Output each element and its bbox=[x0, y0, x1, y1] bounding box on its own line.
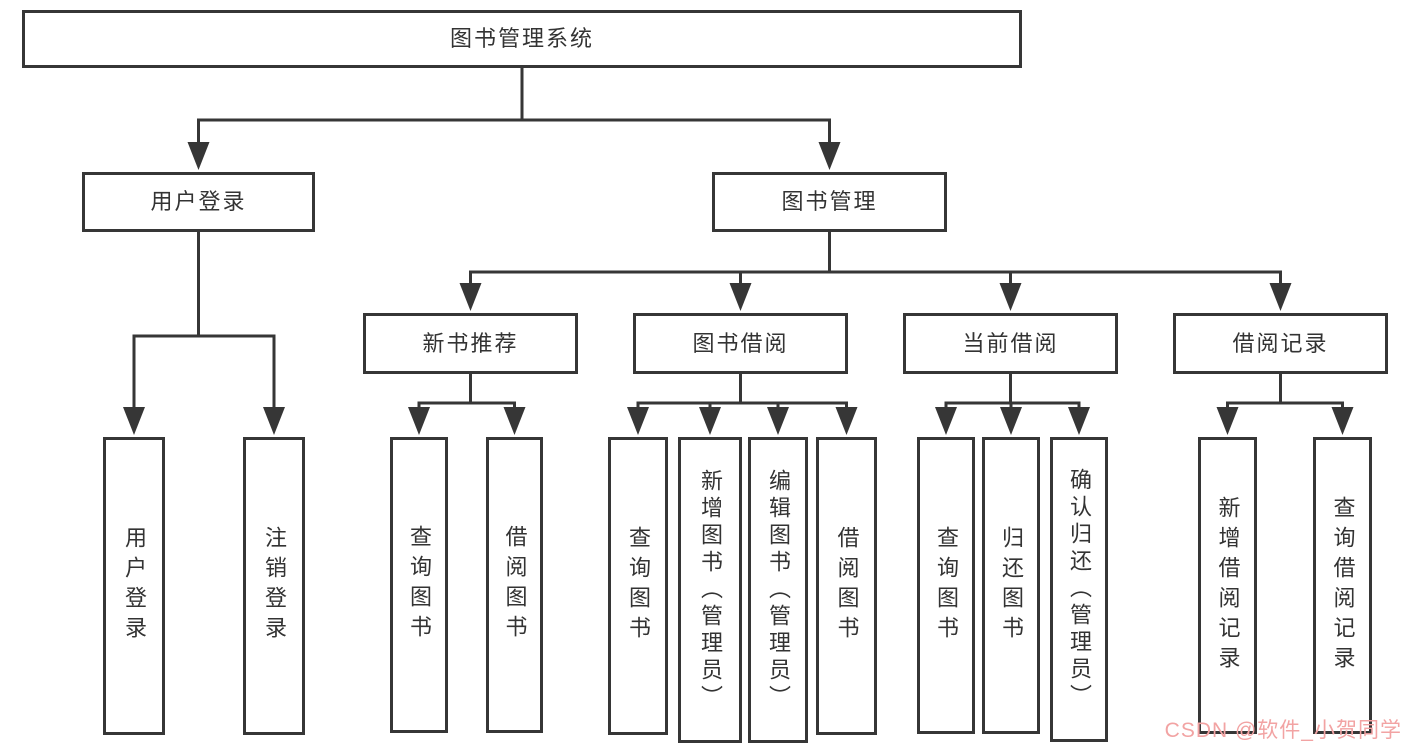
leaf-edit-book-admin: 编辑图书（管理员） bbox=[748, 437, 808, 743]
node-user-login: 用户登录 bbox=[82, 172, 315, 232]
node-library-management-system: 图书管理系统 bbox=[22, 10, 1022, 68]
leaf-add-borrow-record: 新增借阅记录 bbox=[1198, 437, 1257, 734]
leaf-query-borrow-record: 查询借阅记录 bbox=[1313, 437, 1372, 734]
node-borrowing-records: 借阅记录 bbox=[1173, 313, 1388, 374]
node-book-management: 图书管理 bbox=[712, 172, 947, 232]
node-book-borrowing: 图书借阅 bbox=[633, 313, 848, 374]
arrowheads bbox=[123, 142, 1354, 435]
leaf-query-books-recommend: 查询图书 bbox=[390, 437, 448, 733]
csdn-watermark: CSDN @软件_小贺同学 bbox=[1164, 719, 1402, 742]
leaf-query-books-borrow: 查询图书 bbox=[608, 437, 668, 735]
leaf-borrow-books-borrow: 借阅图书 bbox=[816, 437, 877, 735]
leaf-logout: 注销登录 bbox=[243, 437, 305, 735]
leaf-borrow-books-recommend: 借阅图书 bbox=[486, 437, 543, 733]
leaf-add-book-admin: 新增图书（管理员） bbox=[678, 437, 742, 743]
node-current-borrowing: 当前借阅 bbox=[903, 313, 1118, 374]
leaf-user-login: 用户登录 bbox=[103, 437, 165, 735]
node-new-book-recommendation: 新书推荐 bbox=[363, 313, 578, 374]
leaf-query-books-current: 查询图书 bbox=[917, 437, 975, 734]
leaf-confirm-return-admin: 确认归还（管理员） bbox=[1050, 437, 1108, 742]
leaf-return-books: 归还图书 bbox=[982, 437, 1040, 734]
